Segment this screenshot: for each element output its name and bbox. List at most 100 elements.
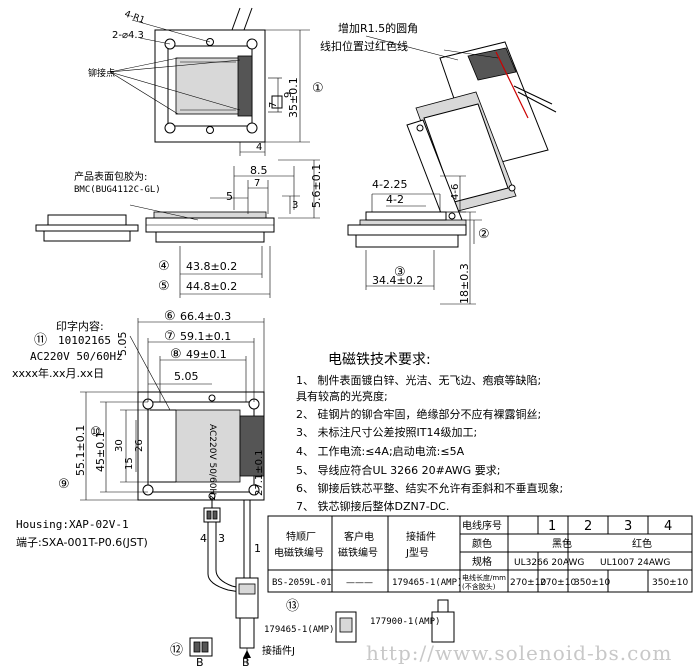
callout-12: ⑫ bbox=[170, 643, 183, 658]
print-line2: AC220V 50/60Hz bbox=[30, 350, 123, 363]
th-length-2: (不含胶头) bbox=[462, 582, 496, 591]
wire-3: 3 bbox=[218, 532, 225, 545]
dim-7-side: 7 bbox=[254, 178, 260, 189]
dim-7: 7 bbox=[268, 102, 279, 108]
part-b: 177900-1(AMP) bbox=[370, 617, 440, 627]
note-item-1: 1、 制件表面镀白锌、光洁、无飞边、疱痕等缺陷; bbox=[296, 373, 541, 387]
th-vendor-1: 特顺厂 bbox=[286, 531, 316, 543]
th-vendor-2: 电磁铁编号 bbox=[274, 546, 324, 559]
notes-title: 电磁铁技术要求: bbox=[328, 352, 431, 368]
spec-2: UL1007 24AWG bbox=[600, 558, 670, 568]
col-3: 3 bbox=[624, 519, 632, 534]
th-spec: 规格 bbox=[472, 555, 492, 568]
callout-6: ⑥ bbox=[164, 309, 176, 324]
dim-4-2: 4-2 bbox=[386, 193, 404, 206]
iso-view: 增加R1.5的圆角 线扣位置过红色线 bbox=[320, 21, 557, 227]
dim-9: 9 bbox=[283, 92, 294, 98]
dim-4-6: 4-6 bbox=[450, 184, 461, 200]
note-item-5: 5、 导线应符合UL 3266 20#AWG 要求; bbox=[296, 463, 500, 477]
coil-label: AC220V 50/60Hz bbox=[207, 424, 217, 500]
dim-45: 45±0.1 bbox=[94, 431, 107, 472]
dim-4-2-25: 4-2.25 bbox=[372, 178, 407, 191]
vendor-no: BS-2059L-01 bbox=[272, 578, 332, 588]
dim-34-4: 34.4±0.2 bbox=[372, 274, 423, 287]
callout-10: ⑩ bbox=[90, 425, 102, 440]
dim-26: 26 bbox=[134, 439, 145, 452]
dim-5-05-b: 5.05 bbox=[174, 370, 199, 383]
note-item-3: 3、 未标注尺寸公差按照IT14级加工; bbox=[296, 425, 477, 439]
dim-8-5: 8.5 bbox=[250, 164, 268, 177]
wire-4: 4 bbox=[200, 532, 207, 545]
color-black: 黑色 bbox=[552, 537, 572, 550]
watermark: http://www.solenoid-bs.com bbox=[366, 641, 672, 665]
dim-35: 35±0.1 bbox=[287, 77, 300, 118]
hole-spec: 2-⌀4.3 bbox=[112, 30, 144, 41]
length-4: 350±10 bbox=[652, 578, 688, 588]
dim-5-05-a: 5.05 bbox=[116, 332, 129, 357]
dim-49: 49±0.1 bbox=[186, 348, 227, 361]
note-item-4: 4、 工作电流:≤4A;启动电流:≤5A bbox=[296, 444, 465, 458]
length-2: 270±10 bbox=[540, 578, 576, 588]
callout-1: ① bbox=[312, 81, 324, 96]
front-view: AC220V 50/60Hz ⑪ 印字内容: 10102165 AC220V 5… bbox=[12, 309, 265, 501]
dim-43-8: 43.8±0.2 bbox=[186, 260, 237, 273]
th-plug-1: 接插件 bbox=[406, 530, 436, 543]
terminal-label: 端子:SXA-001T-P0.6(JST) bbox=[16, 536, 148, 549]
plug-label: 接插件J bbox=[262, 644, 295, 657]
plug-no: 179465-1(AMP) bbox=[392, 578, 462, 588]
dim-18: 18±0.3 bbox=[458, 263, 471, 304]
rivet-label: 铆接点 bbox=[88, 67, 115, 79]
th-color: 颜色 bbox=[472, 537, 492, 550]
top-view: 2-⌀4.3 4-R1 铆接点 35±0.1 9 7 4 ① bbox=[88, 7, 324, 156]
callout-9: ⑨ bbox=[58, 477, 70, 492]
wire-1: 1 bbox=[254, 542, 261, 555]
dim-27-1: 27.1±0.1 bbox=[254, 449, 265, 496]
callout-13: ⑬ bbox=[286, 599, 299, 614]
dim-5-side: 5 bbox=[226, 190, 233, 203]
col-1: 1 bbox=[548, 519, 556, 534]
spec-1: UL3266 20AWG bbox=[514, 558, 584, 568]
note-fillet: 增加R1.5的圆角 bbox=[338, 21, 418, 35]
end-view: 4-2.25 4-2 4-6 ② ③ 34.4±0.2 18±0.3 bbox=[347, 175, 490, 305]
callout-5: ⑤ bbox=[158, 279, 170, 294]
dim-3-side: 3 bbox=[292, 200, 298, 211]
print-line3: xxxx年.xx月.xx日 bbox=[12, 366, 104, 380]
print-title: 印字内容: bbox=[56, 319, 104, 333]
callout-4: ④ bbox=[158, 259, 170, 274]
note-crimp: 线扣位置过红色线 bbox=[320, 39, 408, 53]
th-customer-1: 客户电 bbox=[344, 530, 374, 543]
dim-4: 4 bbox=[256, 142, 262, 153]
note-item-6: 6、 铆接后铁芯平整、结实不允许有歪斜和不垂直现象; bbox=[296, 481, 563, 495]
dim-59-1: 59.1±0.1 bbox=[180, 330, 231, 343]
th-length-1: 电线长度/mm bbox=[462, 573, 506, 582]
note-item-7: 7、 铁芯铆接后整体DZN7-DC. bbox=[296, 499, 449, 513]
glue-note-1: 产品表面包胶为: bbox=[74, 170, 147, 183]
dim-55-1: 55.1±0.1 bbox=[74, 425, 87, 476]
note-item-1b: 具有较高的光亮度; bbox=[296, 389, 388, 403]
dim-30: 30 bbox=[114, 439, 125, 452]
customer-no: ——— bbox=[346, 578, 373, 588]
dim-15: 15 bbox=[124, 457, 135, 470]
th-plug-2: J型号 bbox=[405, 546, 429, 559]
note-item-2: 2、 硅钢片的铆合牢固，绝缘部分不应有裸露铜丝; bbox=[296, 407, 541, 421]
dim-5-6: 5.6±0.1 bbox=[310, 164, 323, 208]
side-view: 产品表面包胶为: BMC(BUG4112C-GL) 8.5 7 5 3 5.6±… bbox=[35, 159, 323, 298]
print-line1: 10102165 bbox=[58, 334, 111, 347]
tech-notes: 电磁铁技术要求: 1、 制件表面镀白锌、光洁、无飞边、疱痕等缺陷; 具有较高的光… bbox=[296, 352, 563, 513]
dim-44-8: 44.8±0.2 bbox=[186, 280, 237, 293]
th-customer-2: 磁铁编号 bbox=[338, 546, 378, 559]
offset-small: 4-R1 bbox=[123, 9, 146, 26]
part-a: 179465-1(AMP) bbox=[264, 625, 334, 635]
col-4: 4 bbox=[664, 519, 672, 534]
callout-7: ⑦ bbox=[164, 329, 176, 344]
dim-66-4: 66.4±0.3 bbox=[180, 310, 231, 323]
label-b1: B bbox=[196, 656, 204, 667]
length-1: 270±10 bbox=[510, 578, 546, 588]
housing-label: Housing:XAP-02V-1 bbox=[16, 518, 129, 531]
col-2: 2 bbox=[584, 519, 592, 534]
color-red: 红色 bbox=[632, 537, 652, 550]
label-b2: B bbox=[242, 656, 250, 667]
th-wire-no: 电线序号 bbox=[462, 519, 502, 532]
callout-11: ⑪ bbox=[34, 333, 47, 348]
